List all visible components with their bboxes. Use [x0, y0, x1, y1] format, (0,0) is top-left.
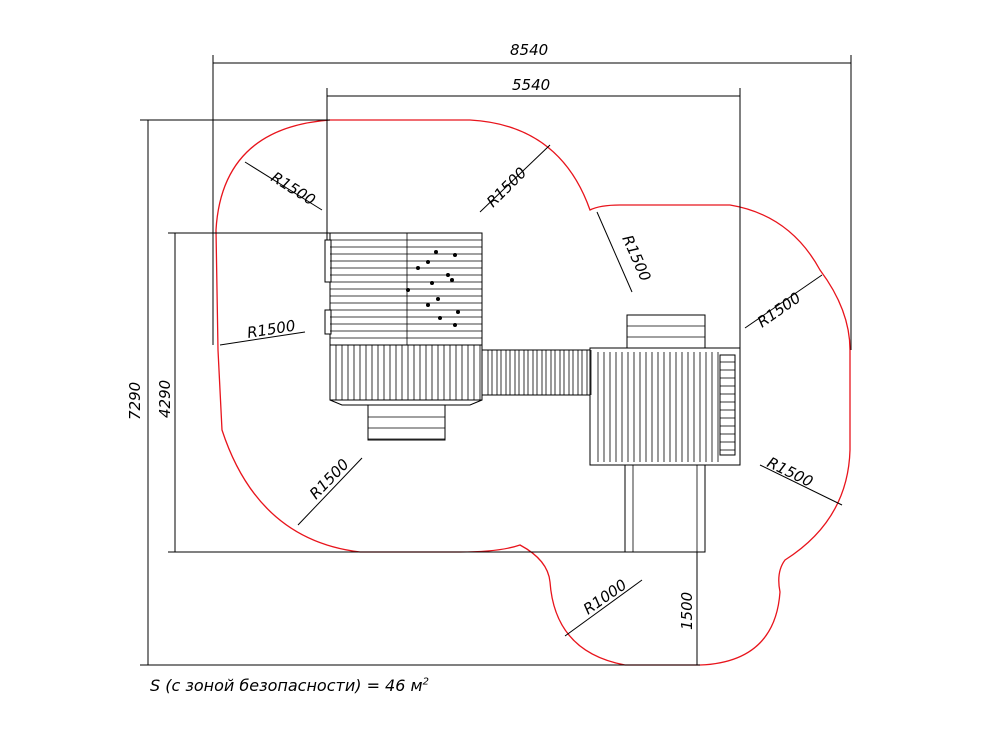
handhold	[416, 266, 420, 270]
handhold	[426, 303, 430, 307]
right-tower-deck	[589, 347, 741, 466]
handhold	[406, 288, 410, 292]
left-tower-deck	[329, 344, 483, 401]
radius-label: R1500	[764, 453, 816, 490]
safety-zone-outline	[215, 119, 851, 666]
radius-label: R1500	[483, 164, 530, 211]
radius-label: R1500	[268, 168, 319, 209]
radius-label: R1500	[618, 232, 654, 284]
dim-overall-width: 8540	[510, 41, 548, 59]
dim-slide-clearance: 1500	[678, 592, 696, 630]
dim-equipment-height: 4290	[156, 380, 174, 418]
left-steps	[367, 404, 446, 441]
handhold	[450, 278, 454, 282]
handhold	[453, 253, 457, 257]
left-panel	[324, 309, 332, 335]
dimension-lines	[140, 55, 852, 666]
right-steps	[626, 314, 706, 349]
area-note: S (с зоной безопасности) = 46 м2	[150, 676, 429, 695]
deck-edge	[329, 399, 483, 406]
handhold	[456, 310, 460, 314]
handhold	[438, 316, 442, 320]
radius-label: R1500	[306, 455, 353, 502]
area-note-superscript: 2	[422, 676, 429, 688]
handhold	[426, 260, 430, 264]
handhold	[434, 250, 438, 254]
area-note-text: S (с зоной безопасности) = 46 м	[150, 676, 423, 695]
handhold	[453, 323, 457, 327]
radius-label: R1000	[580, 576, 630, 619]
bridge	[481, 349, 591, 396]
radius-label: R1500	[246, 317, 297, 342]
climbing-ladder	[719, 354, 736, 456]
dim-equipment-width: 5540	[512, 76, 550, 94]
play-equipment	[324, 232, 741, 553]
handhold	[430, 281, 434, 285]
dim-overall-height: 7290	[126, 382, 144, 420]
radius-label: R1500	[754, 289, 804, 332]
handhold	[436, 297, 440, 301]
handhold	[446, 273, 450, 277]
slide	[624, 464, 706, 553]
